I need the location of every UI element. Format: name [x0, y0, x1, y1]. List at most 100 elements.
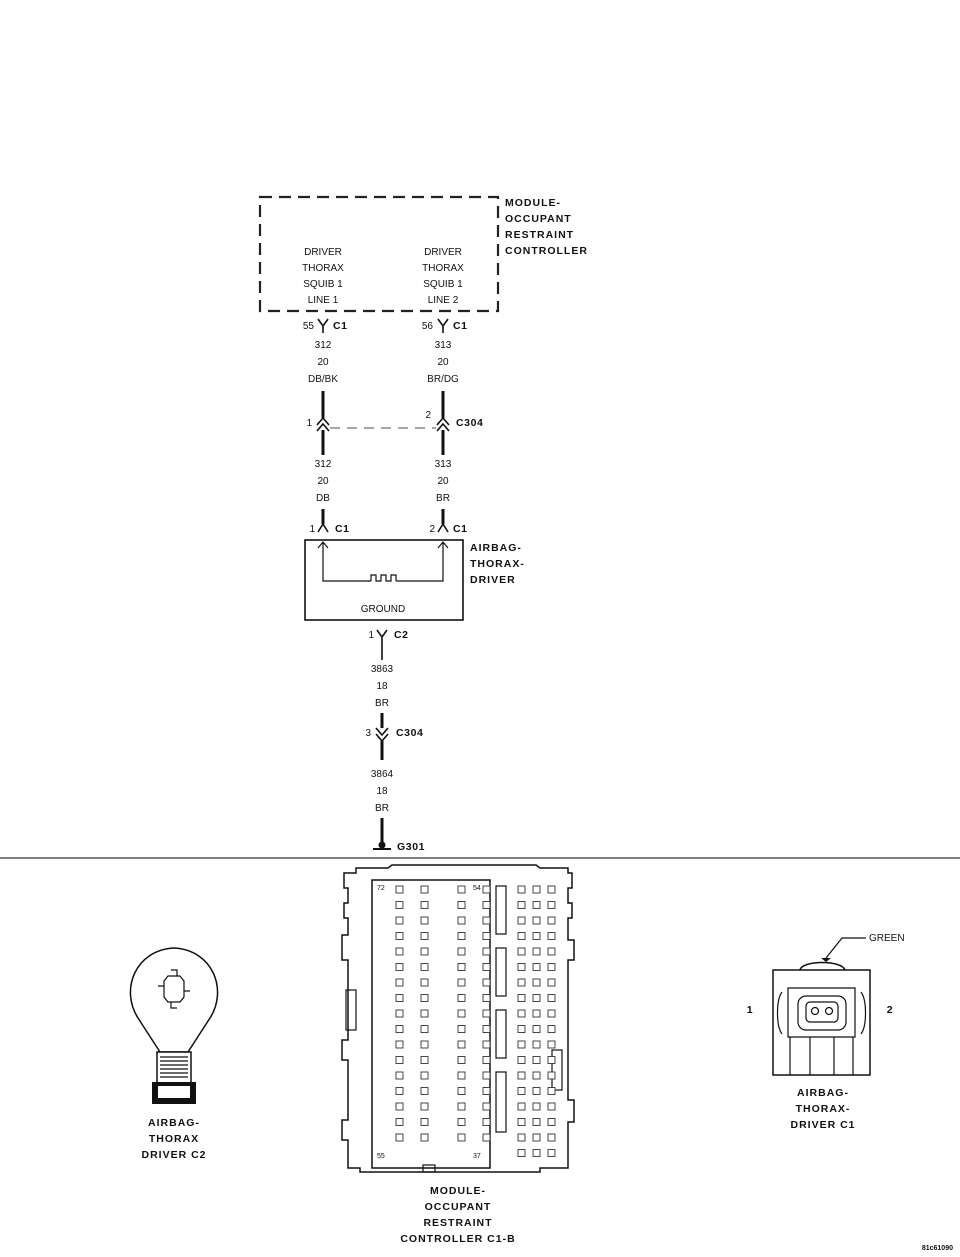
- pin-cavity: [547, 932, 556, 940]
- module-c1-connector: 55 C1 56 C1: [303, 318, 467, 333]
- green-leader-arrow: [821, 958, 831, 962]
- pin-cavity: [420, 947, 429, 956]
- pin-cavity: [532, 1118, 541, 1126]
- pin-cavity: [532, 963, 541, 971]
- pin-cavity: [517, 1149, 526, 1157]
- pin-cavity: [457, 1071, 466, 1080]
- housing-rib-upper: [495, 885, 507, 935]
- airbag-name-line-2: THORAX-: [470, 558, 525, 570]
- crimp-ridges: [160, 1056, 188, 1078]
- module-c1b-connector-view: 72 54 55 37 MODULE- OCCUPANT RESTRAINT C…: [341, 864, 575, 1245]
- c304-pin-3-symbol: [375, 727, 389, 743]
- figure-id: 81c61090: [922, 1245, 953, 1252]
- wire-3863-color: BR: [375, 698, 389, 709]
- airbag-c1-pin-1-symbol: [317, 518, 329, 533]
- squib-element-symbol: [370, 574, 397, 582]
- airbag-ground-label: GROUND: [361, 604, 405, 615]
- green-leader-line: [825, 937, 866, 959]
- module-name-line-1: MODULE-: [505, 197, 561, 209]
- pin-cavity: [420, 1071, 429, 1080]
- airbag-c1-left-label: C1: [335, 523, 350, 535]
- airbag-c1-right-label: C1: [453, 523, 468, 535]
- pin-cavity: [457, 1087, 466, 1095]
- pin-cavity: [482, 978, 491, 987]
- pin-cavity: [517, 947, 526, 956]
- pin-cavity: [547, 994, 556, 1002]
- c1-caption-line-2: THORAX-: [796, 1103, 851, 1115]
- c1-caption-line-3: DRIVER C1: [790, 1119, 855, 1131]
- pin-cavity: [482, 1009, 491, 1018]
- pin-cavity: [532, 1025, 541, 1033]
- ground-dot: [378, 841, 386, 849]
- pin-cavity: [547, 916, 556, 925]
- pin-cavity: [532, 901, 541, 909]
- pin-cavity: [532, 978, 541, 987]
- pin-cavity: [420, 963, 429, 971]
- pin-cavity: [457, 932, 466, 940]
- pin-cavity: [547, 1102, 556, 1111]
- pin-cavity: [457, 1102, 466, 1111]
- module-pin-37-label: 37: [473, 1153, 481, 1160]
- pin-cavity: [532, 885, 541, 894]
- pin-cavity: [457, 1118, 466, 1126]
- module-outline: [258, 195, 500, 313]
- pin-cavity: [547, 1087, 556, 1095]
- pin-cavity: [482, 1118, 491, 1126]
- left-circuit-line-1: DRIVER: [304, 247, 342, 258]
- pin-cavity: [395, 916, 404, 925]
- pin-cavity: [457, 1056, 466, 1064]
- pin-cavity: [457, 1133, 466, 1142]
- ground-g301: G301: [373, 841, 424, 853]
- c304-pin-2-symbol: [436, 416, 450, 432]
- pin-cavity: [547, 1149, 556, 1157]
- wire-312-upper-circuit: 312: [315, 340, 332, 351]
- pin-cavity: [517, 1102, 526, 1111]
- pin-cavity: [395, 1040, 404, 1049]
- airbag-internal-left: [317, 541, 371, 582]
- module-right-pin-symbol: [437, 318, 449, 333]
- crimp-highlight: [158, 1086, 190, 1098]
- wire-3863-gauge: 18: [376, 681, 388, 692]
- left-circuit-line-3: SQUIB 1: [303, 279, 343, 290]
- c1-cavity-2: [824, 1006, 834, 1016]
- pin-cavity: [420, 1133, 429, 1142]
- pin-cavity: [547, 947, 556, 956]
- wire-313-upper-gauge: 20: [437, 357, 449, 368]
- c2-caption-line-1: AIRBAG-: [148, 1117, 200, 1129]
- pin-cavity: [547, 1009, 556, 1018]
- pin-cavity: [395, 1056, 404, 1064]
- module-right-pin-number: 56: [422, 321, 434, 332]
- c1-view-pin-1: 1: [747, 1004, 753, 1016]
- occupant-restraint-controller-module: MODULE- OCCUPANT RESTRAINT CONTROLLER DR…: [258, 195, 587, 313]
- pin-cavity: [395, 1102, 404, 1111]
- connector-housing-outline: [341, 864, 575, 1173]
- module-caption-line-2: OCCUPANT: [425, 1201, 492, 1213]
- pin-cavity: [457, 1040, 466, 1049]
- airbag-c2-label: C2: [394, 629, 409, 641]
- c1-view-pin-2: 2: [887, 1004, 893, 1016]
- airbag-c2-pin-symbol: [376, 629, 388, 660]
- pin-cavity: [517, 994, 526, 1002]
- pin-cavity: [395, 1025, 404, 1033]
- wire-3863-circuit: 3863: [371, 664, 394, 675]
- pin-cavity: [532, 994, 541, 1002]
- airbag-name-line-1: AIRBAG-: [470, 542, 522, 554]
- c304-pin-1-symbol: [316, 416, 330, 432]
- airbag-c1-connector-view: GREEN 1 2 AIRBAG- THORAX- DRIVER C1: [747, 933, 905, 1131]
- pin-cavity: [420, 1040, 429, 1049]
- stud-hole-notches: [158, 969, 190, 1009]
- pin-cavity: [482, 901, 491, 909]
- c304-pin-2-number: 2: [425, 410, 431, 421]
- c1-caption-line-1: AIRBAG-: [797, 1087, 849, 1099]
- pin-cavity: [457, 916, 466, 925]
- pin-cavity: [517, 1009, 526, 1018]
- c1-top-latch: [799, 961, 846, 971]
- pin-cavity: [395, 978, 404, 987]
- pin-cavity: [547, 885, 556, 894]
- pin-cavity: [482, 1025, 491, 1033]
- pin-cavity: [547, 1071, 556, 1080]
- wire-312-upper-color: DB/BK: [308, 374, 338, 385]
- connector-cavity-block-main: [371, 879, 491, 1169]
- pin-cavity: [420, 1118, 429, 1126]
- pin-cavity: [395, 932, 404, 940]
